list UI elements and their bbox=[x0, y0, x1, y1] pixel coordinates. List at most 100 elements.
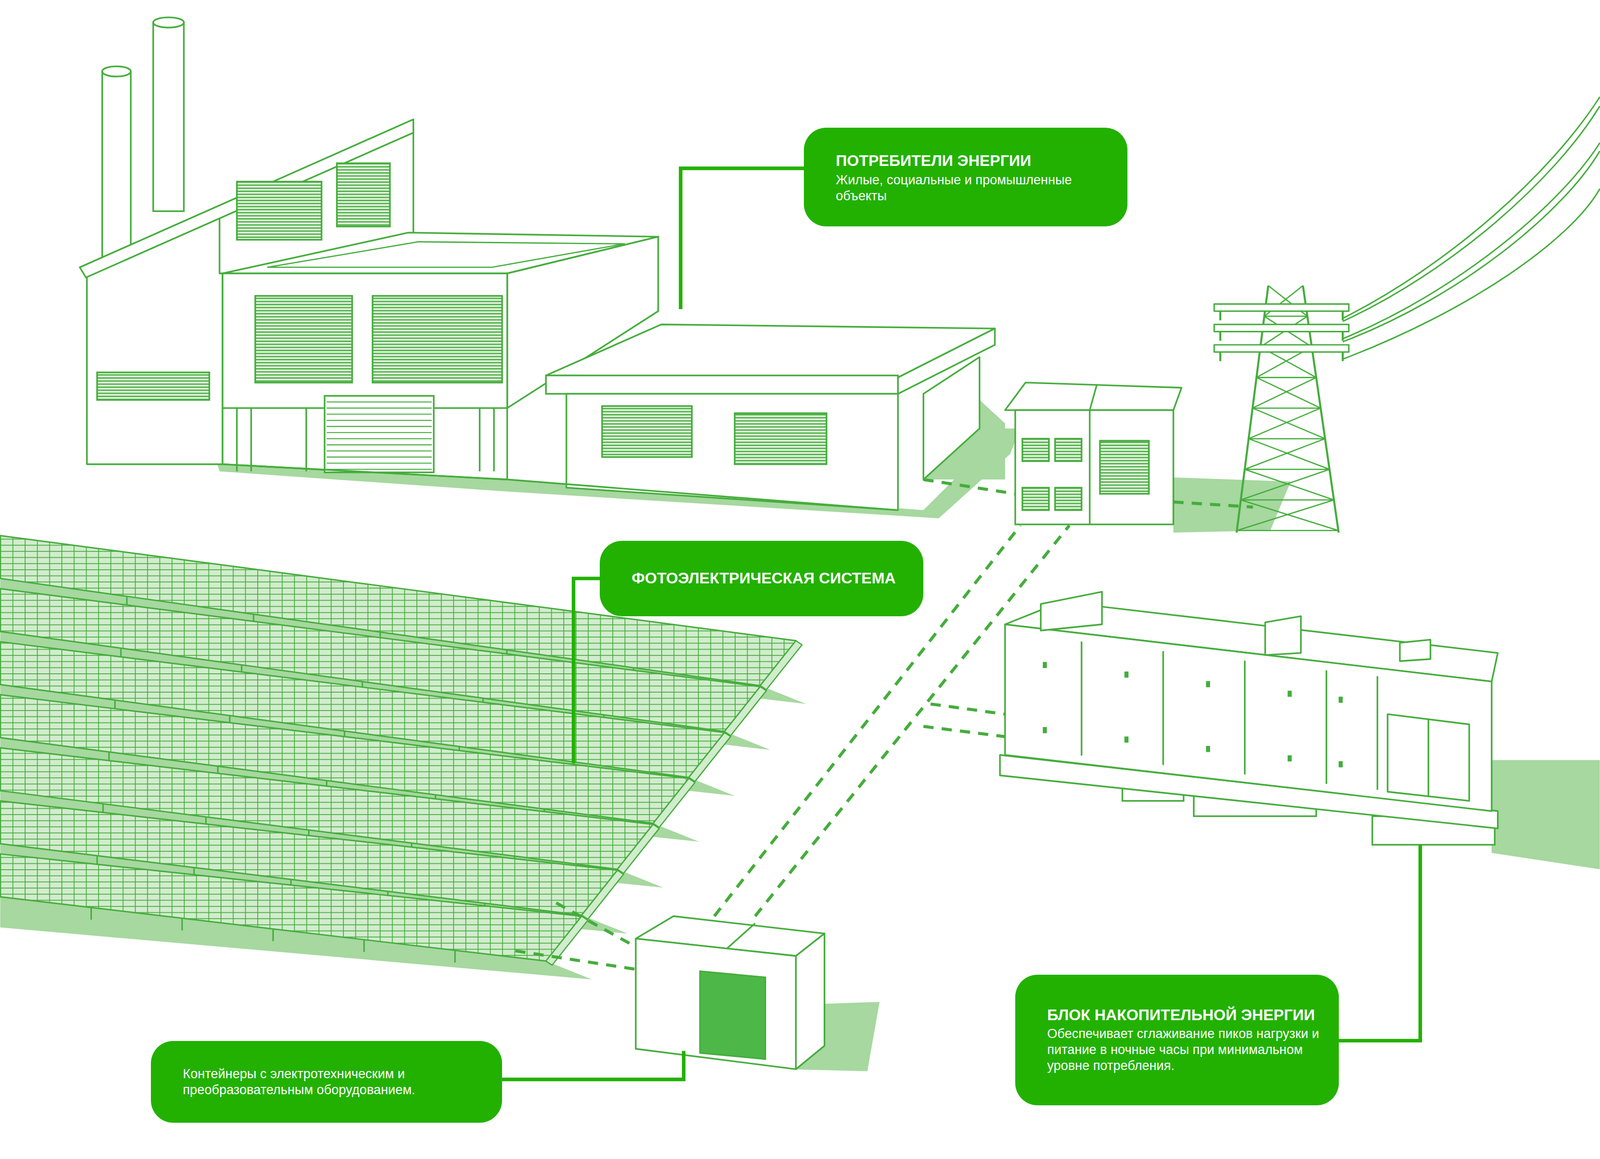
pylon-brace bbox=[1236, 499, 1334, 531]
transformer-front bbox=[1015, 410, 1174, 525]
pv-post bbox=[363, 939, 365, 952]
roof-ridge bbox=[1089, 384, 1097, 411]
column bbox=[236, 408, 238, 472]
window bbox=[97, 372, 210, 400]
pv-row bbox=[0, 853, 582, 961]
leader-line bbox=[1338, 844, 1421, 1041]
pylon-brace bbox=[1244, 468, 1330, 471]
transformer-roof bbox=[1005, 382, 1182, 411]
chimney bbox=[102, 71, 131, 271]
pylon-brace bbox=[1264, 315, 1308, 318]
garage-slat bbox=[326, 431, 432, 433]
storage-front bbox=[1005, 624, 1492, 812]
pylon-arm bbox=[1214, 304, 1349, 312]
container-front bbox=[635, 938, 796, 1069]
garage-slat bbox=[326, 444, 432, 446]
callout-heading: ФОТОЭЛЕКТРИЧЕСКАЯ СИСТЕМА bbox=[631, 569, 904, 588]
insulator bbox=[1341, 311, 1344, 321]
pylon-brace bbox=[1256, 377, 1321, 408]
insulator bbox=[1219, 311, 1222, 321]
pv-row-edge bbox=[652, 778, 695, 828]
callout-heading: ПОТРЕБИТЕЛИ ЭНЕРГИИ bbox=[835, 151, 1109, 171]
pv-row-edge bbox=[760, 640, 802, 690]
cable-dashed bbox=[923, 726, 1006, 737]
roof-unit bbox=[1399, 639, 1431, 661]
insulator bbox=[1341, 331, 1344, 341]
pylon-brace bbox=[1256, 376, 1317, 379]
roof-ridge bbox=[726, 923, 756, 949]
cabinet-latch bbox=[1338, 761, 1343, 768]
pylon-brace bbox=[1240, 499, 1334, 501]
pylon-brace bbox=[1240, 499, 1339, 531]
callout-heading: БЛОК НАКОПИТЕЛЬНОЙ ЭНЕРГИИ bbox=[1047, 1006, 1320, 1025]
container-door bbox=[699, 971, 766, 1059]
garage-slat bbox=[326, 401, 432, 403]
power-cable bbox=[1342, 105, 1600, 322]
callout-box: Контейнеры с электротехническим и преобр… bbox=[150, 1040, 503, 1123]
chimney bbox=[153, 22, 184, 211]
callout-box: ПОТРЕБИТЕЛИ ЭНЕРГИИЖилые, социальные и п… bbox=[803, 127, 1128, 227]
pylon-brace bbox=[1248, 438, 1326, 440]
cabinet-latch bbox=[1338, 696, 1343, 703]
callout-text: Жилые, социальные и промышленные объекты bbox=[835, 172, 1109, 205]
pylon-brace bbox=[1248, 438, 1330, 470]
pylon-brace bbox=[1236, 529, 1339, 532]
roof-unit bbox=[1265, 616, 1302, 655]
cabinet-latch bbox=[1205, 745, 1210, 753]
window bbox=[372, 296, 503, 383]
pylon-brace bbox=[1244, 438, 1325, 470]
base-line bbox=[87, 464, 899, 511]
window bbox=[602, 405, 693, 457]
pv-post bbox=[181, 918, 183, 931]
garage-door bbox=[324, 395, 434, 473]
window bbox=[255, 296, 353, 383]
power-cable bbox=[1342, 142, 1600, 339]
garage-slat bbox=[326, 456, 432, 458]
garage-slat bbox=[326, 450, 432, 452]
window bbox=[734, 413, 827, 464]
leader-line bbox=[502, 1050, 684, 1080]
callout-box: ФОТОЭЛЕКТРИЧЕСКАЯ СИСТЕМА bbox=[599, 540, 924, 617]
pylon-brace bbox=[1252, 377, 1317, 408]
garage-slat bbox=[326, 426, 432, 428]
callout-box: БЛОК НАКОПИТЕЛЬНОЙ ЭНЕРГИИОбеспечивает с… bbox=[1015, 974, 1339, 1106]
garage-slat bbox=[326, 438, 432, 440]
roof-unit bbox=[1040, 591, 1103, 631]
wing-side bbox=[923, 356, 980, 480]
vent bbox=[1054, 438, 1082, 461]
storage-door bbox=[1387, 713, 1470, 801]
container-side bbox=[796, 933, 825, 1070]
cabinet-latch bbox=[1287, 690, 1292, 697]
window bbox=[336, 162, 390, 227]
pylon-arm bbox=[1214, 344, 1349, 353]
column bbox=[250, 408, 252, 472]
insulator bbox=[1219, 352, 1222, 362]
callout-text: Контейнеры с электротехническим и преобр… bbox=[182, 1066, 483, 1098]
chimney-top bbox=[102, 66, 131, 77]
cabinet-latch bbox=[1287, 755, 1292, 762]
cabinet-latch bbox=[1042, 726, 1047, 734]
insulator bbox=[1341, 352, 1344, 362]
cabinet-seam bbox=[1080, 641, 1082, 756]
panel-seam bbox=[1088, 410, 1091, 525]
vent bbox=[1099, 440, 1149, 494]
block-front bbox=[222, 273, 507, 408]
cabinet-latch bbox=[1205, 681, 1210, 688]
pv-post bbox=[272, 928, 274, 941]
cabinet-seam bbox=[1325, 670, 1328, 785]
pylon-brace bbox=[1252, 408, 1326, 439]
pylon-brace bbox=[1240, 469, 1330, 500]
insulator bbox=[1219, 331, 1222, 341]
vent bbox=[1022, 487, 1050, 510]
pylon-arm bbox=[1214, 324, 1349, 332]
cabinet-seam bbox=[1244, 660, 1246, 775]
window bbox=[237, 181, 322, 240]
column bbox=[493, 408, 495, 472]
cabinet-latch bbox=[1124, 671, 1129, 678]
callout-text: Обеспечивает сглаживание пиков нагрузки … bbox=[1047, 1025, 1320, 1074]
power-cable bbox=[1342, 150, 1600, 342]
cable-dashed bbox=[923, 479, 1016, 494]
pv-post bbox=[90, 907, 92, 920]
vent bbox=[1022, 438, 1050, 461]
transformer-shadow bbox=[1173, 477, 1291, 533]
